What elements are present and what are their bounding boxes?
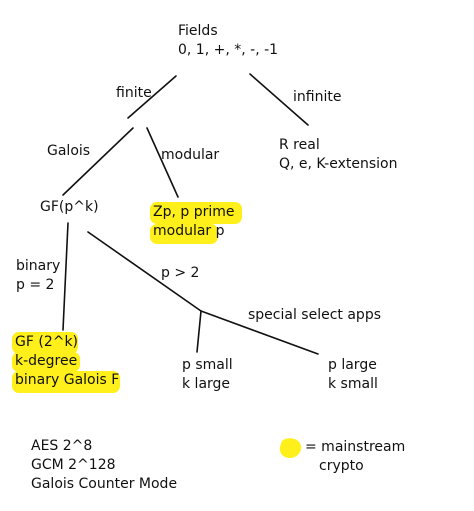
edge-branch-special — [200, 310, 319, 355]
edge-gf-p-gt-2 — [87, 231, 202, 312]
modular-node: Zp, p prime modular p — [153, 204, 235, 239]
highlight-binary-node — [12, 371, 120, 393]
p-small-node: p small k large — [182, 357, 233, 392]
gf-node: GF(p^k) — [40, 199, 99, 215]
edge-gf-binary — [62, 222, 69, 331]
legend-text: = mainstream crypto — [305, 439, 406, 474]
edge-label-finite: finite — [116, 85, 152, 101]
edge-finite-modular — [146, 127, 179, 198]
binary-node: GF (2^k) k-degree binary Galois F — [15, 334, 120, 388]
edge-fields-finite — [127, 75, 177, 119]
highlight-modular-node — [150, 202, 242, 224]
edge-label-p-gt-2: p > 2 — [161, 265, 200, 281]
edge-finite-galois — [62, 127, 134, 196]
root-node-fields: Fields 0, 1, +, *, -, -1 — [178, 23, 279, 58]
highlighter-legend-icon — [279, 438, 302, 458]
edge-label-infinite: infinite — [293, 89, 342, 105]
edge-label-special-apps: special select apps — [248, 307, 381, 323]
infinite-node: R real Q, e, K-extension — [279, 137, 398, 172]
highlight-binary-node — [12, 352, 80, 372]
edge-label-modular: modular — [161, 147, 220, 163]
edge-fields-infinite — [249, 73, 309, 126]
highlight-modular-node — [150, 224, 218, 244]
edge-label-binary: binary p = 2 — [16, 258, 61, 293]
p-large-node: p large k small — [328, 357, 378, 392]
examples-note: AES 2^8 GCM 2^128 Galois Counter Mode — [31, 438, 178, 492]
edge-branch-p-small — [196, 310, 202, 353]
edge-label-galois: Galois — [47, 143, 91, 159]
highlight-binary-node — [12, 332, 78, 354]
